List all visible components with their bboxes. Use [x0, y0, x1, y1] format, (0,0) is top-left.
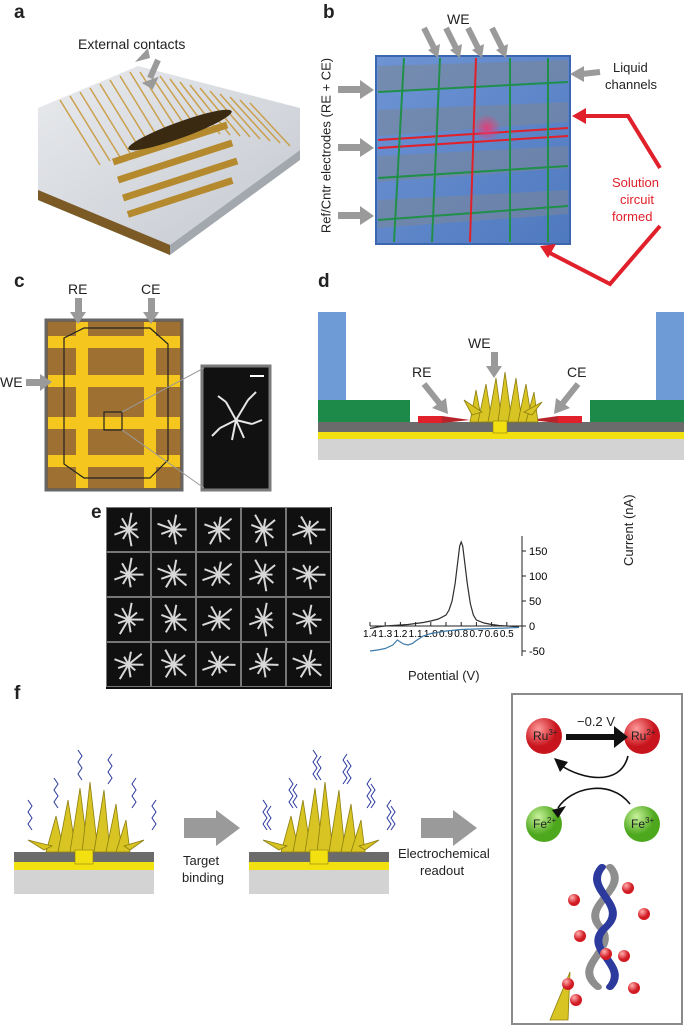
sem-cell — [196, 642, 241, 687]
x-tick-label: 0.9 — [439, 629, 453, 640]
we-label-d: WE — [468, 335, 491, 351]
x-tick-label: 1.1 — [409, 629, 423, 640]
ru3-ion — [526, 718, 562, 754]
fe3-label: Fe3+ — [631, 816, 655, 831]
we-label-b: WE — [447, 11, 470, 27]
x-tick-label: 1.2 — [393, 629, 407, 640]
sem-cell — [151, 552, 196, 597]
sem-cell — [196, 507, 241, 552]
cv-series-line — [369, 540, 520, 630]
x-tick-label: 1.4 — [363, 629, 377, 640]
solution-circuit-label-1: Solution — [612, 175, 659, 190]
x-tick-label: 0.8 — [454, 629, 468, 640]
sem-cell — [241, 552, 286, 597]
panel-b-array-diagram — [338, 26, 662, 287]
sem-cell — [241, 597, 286, 642]
panel-f-sensor-before — [14, 749, 157, 894]
re-label-c: RE — [68, 281, 88, 297]
sem-cell — [286, 597, 331, 642]
cv-series-line — [369, 626, 519, 652]
x-tick-label: 1.3 — [378, 629, 392, 640]
sem-cell — [286, 642, 331, 687]
fe3-ion — [624, 806, 660, 842]
re-label-d: RE — [412, 364, 432, 380]
sem-cell — [286, 552, 331, 597]
panel-f-arrow-2 — [421, 810, 477, 846]
ce-label-c: CE — [141, 281, 161, 297]
panel-letter-f: f — [14, 683, 21, 704]
panel-d-cross-section — [318, 312, 684, 460]
sem-cell — [151, 507, 196, 552]
sem-cell — [241, 507, 286, 552]
panel-f-sensor-after — [249, 749, 396, 894]
sem-cell — [286, 507, 331, 552]
ru2-label: Ru2+ — [631, 728, 656, 743]
fe2-ion — [526, 806, 562, 842]
liquid-channels-label-2: channels — [605, 77, 658, 92]
y-tick-label: 150 — [529, 546, 547, 558]
target-binding-label-1: Target — [183, 853, 220, 868]
sem-cell — [151, 597, 196, 642]
ce-label-d: CE — [567, 364, 587, 380]
x-tick-label: 1.0 — [424, 629, 438, 640]
panel-a-chip-photo — [38, 48, 300, 255]
solution-circuit-label-2: circuit — [620, 192, 654, 207]
sem-cell — [106, 507, 151, 552]
y-tick-label: 50 — [529, 596, 541, 608]
sem-cell — [151, 642, 196, 687]
panel-letter-d: d — [318, 271, 330, 292]
sem-cell — [196, 597, 241, 642]
sem-cell — [106, 597, 151, 642]
solution-circuit-label-3: formed — [612, 209, 653, 224]
target-binding-label-2: binding — [182, 870, 224, 885]
y-tick-label: 100 — [529, 571, 547, 583]
sem-cell — [196, 552, 241, 597]
panel-c-microscope — [26, 298, 272, 492]
panel-f-redox-box — [511, 693, 683, 1025]
panel-letter-b: b — [323, 2, 335, 23]
voltage-label: −0.2 V — [577, 714, 615, 729]
external-contacts-label: External contacts — [78, 36, 186, 52]
panel-letter-c: c — [14, 271, 25, 292]
panel-e-sem-grid — [106, 507, 332, 689]
readout-label-2: readout — [420, 863, 465, 878]
panel-letter-a: a — [14, 2, 25, 23]
x-tick-label: 0.6 — [485, 629, 499, 640]
sem-cell — [106, 552, 151, 597]
panel-letter-e: e — [91, 502, 102, 523]
y-tick-label: -50 — [529, 646, 545, 658]
liquid-channels-label-1: Liquid — [613, 60, 648, 75]
ru3-label: Ru3+ — [533, 728, 558, 743]
panel-f-arrow-1 — [184, 810, 240, 846]
ru2-ion — [624, 718, 660, 754]
readout-label-1: Electrochemical — [398, 846, 490, 861]
sem-cell — [241, 642, 286, 687]
fe2-label: Fe2+ — [533, 816, 557, 831]
e-xlabel: Potential (V) — [408, 668, 480, 683]
x-tick-label: 0.5 — [500, 629, 514, 640]
sem-cell — [106, 642, 151, 687]
x-tick-label: 0.7 — [469, 629, 483, 640]
we-label-c: WE — [0, 374, 23, 390]
y-tick-label: 0 — [529, 621, 535, 633]
